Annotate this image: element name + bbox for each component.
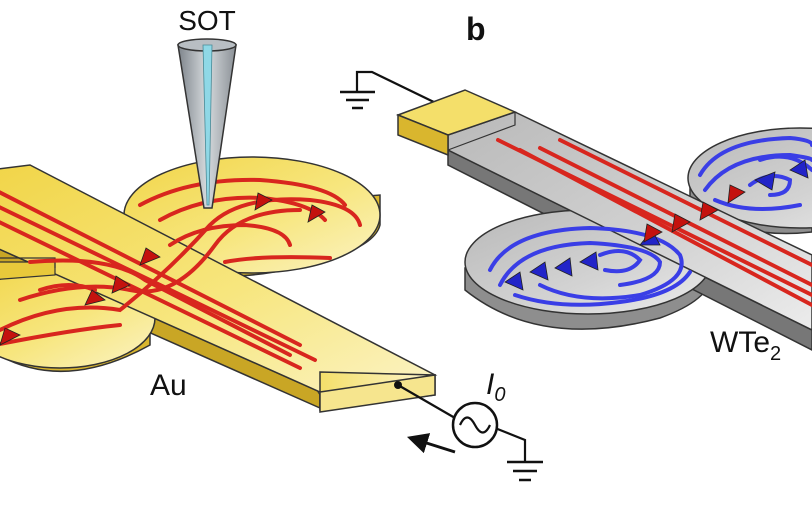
au-cross-arm-edge (0, 257, 56, 268)
wte2-arrow (789, 159, 809, 179)
wte2-arrow (643, 223, 663, 243)
au-arrow (84, 289, 106, 306)
wte2-arrow (579, 251, 599, 271)
wte2-arrow (671, 213, 691, 233)
sot-probe-core (202, 44, 213, 206)
wte2-arrow (727, 184, 746, 204)
au-label: Au (150, 369, 187, 402)
wte2-bulk-arrows (643, 184, 746, 243)
ground-icon (340, 90, 375, 110)
wte2-edge-currents (488, 135, 812, 307)
wte2-arrow (529, 261, 549, 281)
wte2-label-base: WTe (710, 326, 770, 359)
au-arrow (111, 275, 131, 294)
au-current-arrows (0, 192, 326, 346)
current-label-sub: 0 (494, 384, 505, 406)
au-arrow (254, 192, 273, 211)
au-current-lines (0, 177, 362, 370)
current-source (394, 381, 543, 482)
sot-probe (177, 38, 237, 209)
ground-wire (355, 70, 441, 106)
wte2-device (340, 70, 812, 351)
source-wire (397, 384, 527, 462)
wte2-contact-pad-front (397, 113, 449, 157)
ground-icon (507, 460, 543, 482)
wte2-arrow (699, 201, 719, 221)
probe-label: SOT (178, 5, 236, 36)
sine-wave-icon (459, 416, 491, 434)
au-arrow (0, 327, 21, 346)
wte2-arrow (554, 257, 573, 277)
wte2-bar-edge (447, 112, 516, 151)
current-label-base: I (486, 368, 494, 401)
au-arrow (307, 204, 326, 223)
current-direction-arrow (406, 433, 456, 454)
au-device (0, 38, 543, 482)
au-contact-pad-face (319, 374, 436, 413)
au-arrow (139, 247, 161, 266)
wte2-label: WTe2 (710, 326, 781, 365)
source-node (394, 381, 402, 389)
panel-label-b: b (466, 11, 486, 47)
wte2-arrow (504, 271, 524, 291)
wte2-label-sub: 2 (770, 343, 781, 365)
wte2-arrow (754, 171, 776, 191)
current-label: I0 (486, 368, 505, 406)
